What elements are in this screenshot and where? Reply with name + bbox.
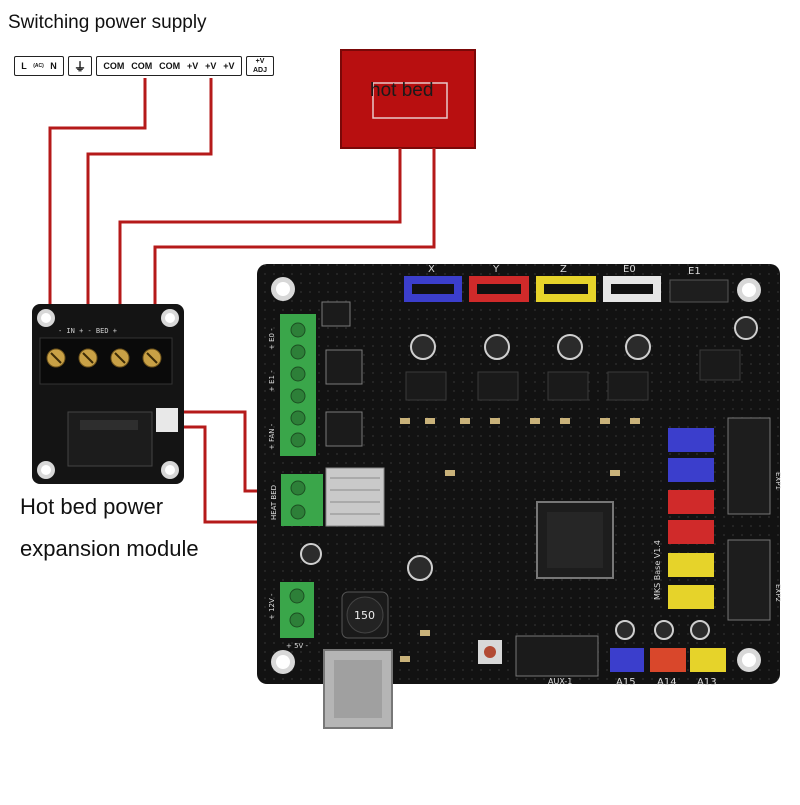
psu-terminal-ln: L (AC) N (14, 56, 64, 76)
wire-l (48, 78, 147, 330)
ground-icon: ⏚ (73, 59, 86, 74)
side-label-e1: + E1 - (268, 370, 276, 392)
wire-out-2 (180, 425, 281, 524)
psu-v-2: +V (205, 61, 217, 71)
psu-adj-top: +V (255, 57, 265, 65)
brand-text: MKS Base V1.4 (653, 540, 662, 600)
exp1-header (727, 417, 771, 515)
board-label-y: Y (492, 264, 500, 275)
module-label-line1: Hot bed power (20, 494, 164, 519)
exp2-header (727, 539, 771, 621)
wire-hotbed-2 (153, 148, 436, 330)
controller-board (257, 264, 780, 729)
wire-n (86, 78, 213, 330)
side-label-e0: + E0 - (268, 328, 276, 350)
connector-a15 (610, 648, 644, 672)
board-label-aux: AUX-1 (548, 677, 572, 686)
board-label-a13: A13 (697, 677, 717, 688)
wires (48, 78, 436, 524)
psu-v-3: +V (223, 61, 235, 71)
psu-n: N (50, 61, 57, 71)
board-label-a15: A15 (616, 677, 636, 688)
psu-v-1: +V (187, 61, 199, 71)
hot-bed (340, 49, 476, 149)
psu-com-1: COM (103, 61, 125, 71)
module-label-line2: expansion module (20, 536, 199, 561)
psu-l: L (21, 61, 27, 71)
exp2-label: EXP2 (774, 584, 782, 602)
psu-terminal-ground: ⏚ (68, 56, 92, 76)
board-label-a14: A14 (657, 677, 677, 688)
module-top-labels: - IN + - BED + (58, 327, 117, 335)
right-connectors (668, 428, 714, 609)
psu-terminal-adj: +V ADJ (246, 56, 274, 76)
power-module (32, 304, 184, 484)
psu-ac: (AC) (33, 63, 44, 69)
psu-com-2: COM (131, 61, 153, 71)
aux-header (515, 635, 599, 677)
hot-bed-label: hot bed (370, 80, 434, 101)
side-label-fan: + FAN - (268, 423, 276, 450)
side-label-12v: + 12V - (268, 593, 276, 620)
exp1-label: EXP1 (774, 472, 782, 490)
board-label-x: X (428, 264, 435, 275)
connector-a14 (650, 648, 686, 672)
psu-com-3: COM (159, 61, 181, 71)
connector-e1 (669, 279, 729, 303)
side-label-heatbed: HEAT BED (270, 485, 278, 520)
wire-hotbed-1 (118, 148, 402, 330)
side-label-5v: + 5V - (286, 642, 309, 650)
psu-adj-bottom: ADJ (252, 66, 267, 74)
psu-terminal-com: COM COM COM +V +V +V (96, 56, 242, 76)
board-label-e1: E1 (688, 266, 701, 277)
board-label-e0: E0 (623, 264, 636, 275)
left-terminal-block (280, 314, 316, 456)
hot-bed-label-frame (372, 82, 448, 119)
diagram-title: Switching power supply (8, 12, 207, 33)
board-label-z: Z (560, 264, 567, 275)
connector-a13 (690, 648, 726, 672)
inductor-value: 150 (354, 609, 375, 622)
